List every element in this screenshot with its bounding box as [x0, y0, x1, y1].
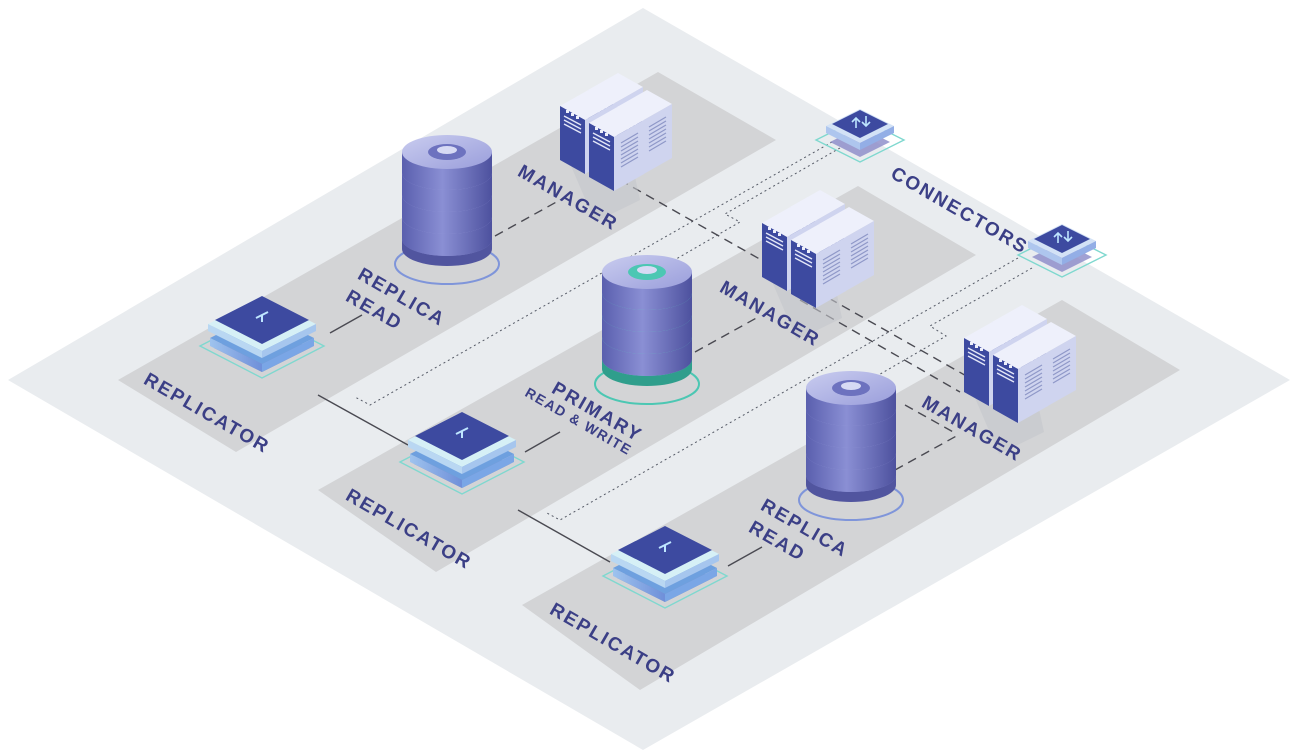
- database-icon: [806, 371, 896, 502]
- primary-database: [594, 255, 700, 405]
- replication-links: [317, 314, 763, 567]
- database-icon: [402, 135, 492, 266]
- connector-paths: [354, 141, 1033, 521]
- manager-server-3: [963, 304, 1077, 454]
- replica-read-database-1: [394, 135, 500, 285]
- manager-server-2: [761, 189, 875, 340]
- manager-server-1: [559, 72, 673, 222]
- replica-read-database-2: [798, 371, 904, 521]
- database-icon: [602, 255, 692, 386]
